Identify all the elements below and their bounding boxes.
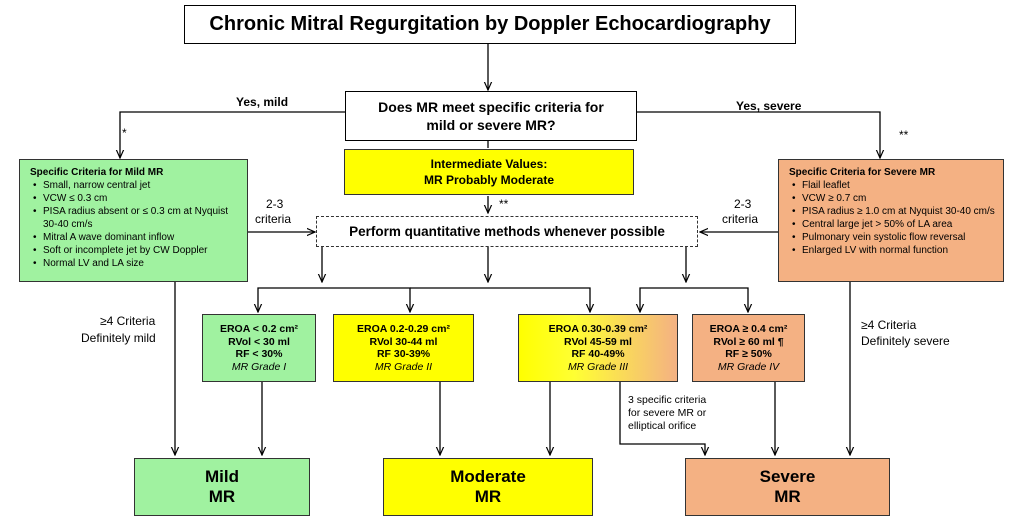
grade-box-4: EROA ≥ 0.4 cm² RVol ≥ 60 ml ¶ RF ≥ 50% M… [692,314,805,382]
list-item: Small, narrow central jet [33,179,241,192]
label-right-criteria: criteria [722,212,759,226]
page-title: Chronic Mitral Regurgitation by Doppler … [209,13,771,35]
quantitative-box: Perform quantitative methods whenever po… [316,216,698,247]
severe-criteria-list: Flail leaflet VCW ≥ 0.7 cm PISA radius ≥… [789,179,997,257]
grade3-rf: RF 40-49% [571,348,625,360]
grade3-label: MR Grade III [567,360,629,373]
list-item: Normal LV and LA size [33,257,241,270]
grade1-rf: RF < 30% [235,348,283,360]
question-line-2: mild or severe MR? [426,117,556,133]
outcome-mild-line-1: Mild [205,467,239,486]
title-box: Chronic Mitral Regurgitation by Doppler … [184,5,796,44]
mild-criteria-box: Specific Criteria for Mild MR Small, nar… [19,159,248,282]
question-line-1: Does MR meet specific criteria for [378,99,604,115]
grade4-eroa: EROA ≥ 0.4 cm² [709,323,788,335]
grade4-label: MR Grade IV [717,360,780,373]
label-yes-mild: Yes, mild [236,95,289,109]
grade2-label: MR Grade II [374,360,433,373]
quantitative-label: Perform quantitative methods whenever po… [349,224,665,239]
list-item: PISA radius ≥ 1.0 cm at Nyquist 30-40 cm… [792,205,997,218]
grade-box-2: EROA 0.2-0.29 cm² RVol 30-44 ml RF 30-39… [333,314,474,382]
outcome-moderate-box: Moderate MR [383,458,593,516]
grade2-rvol: RVol 30-44 ml [369,335,438,348]
mild-criteria-title: Specific Criteria for Mild MR [30,167,164,178]
severe-note-line-1: 3 specific criteria [628,394,707,406]
outcome-mild-line-2: MR [208,487,236,506]
list-item: Central large jet > 50% of LA area [792,218,997,231]
arrow-grade3-to-severe [619,382,705,455]
grade4-rvol: RVol ≥ 60 ml ¶ [713,335,784,348]
grade2-eroa: EROA 0.2-0.29 cm² [357,323,450,335]
list-item: Mitral A wave dominant inflow [33,231,241,244]
label-star-left: * [122,126,127,140]
outcome-severe-box: Severe MR [685,458,890,516]
outcome-severe-line-1: Severe [759,467,816,486]
label-left-2-3: 2-3 [266,197,284,211]
outcome-mild-box: Mild MR [134,458,310,516]
grade4-rf: RF ≥ 50% [725,348,772,360]
arrow-yes-severe [637,111,880,158]
list-item: Pulmonary vein systolic flow reversal [792,231,997,244]
intermediate-line-1: Intermediate Values: [430,157,548,171]
label-left-definitely-mild: Definitely mild [81,331,156,345]
outcome-moderate-line-1: Moderate [450,467,526,486]
list-item: Soft or incomplete jet by CW Doppler [33,244,241,257]
label-right-definitely-severe: Definitely severe [861,334,950,348]
arrow-to-grade3-b [640,287,686,312]
label-left-ge4: ≥4 Criteria [100,314,156,328]
list-item: VCW ≥ 0.7 cm [792,192,997,205]
arrow-to-grade3-a [488,287,590,312]
grade1-rvol: RVol < 30 ml [228,335,290,348]
arrow-to-grade1 [258,287,322,312]
severe-criteria-title: Specific Criteria for Severe MR [789,167,936,178]
grade-box-1: EROA < 0.2 cm² RVol < 30 ml RF < 30% MR … [202,314,316,382]
arrow-to-grade2-a [322,287,410,312]
severe-criteria-box: Specific Criteria for Severe MR Flail le… [778,159,1004,282]
question-box: Does MR meet specific criteria for mild … [345,91,637,141]
grade1-label: MR Grade I [231,360,287,373]
arrow-yes-mild [120,111,345,158]
grade3-eroa: EROA 0.30-0.39 cm² [548,323,648,335]
label-left-criteria: criteria [255,212,292,226]
intermediate-line-2: MR Probably Moderate [423,173,555,187]
mild-criteria-list: Small, narrow central jet VCW ≤ 0.3 cm P… [30,179,241,270]
grade-box-3: EROA 0.30-0.39 cm² RVol 45-59 ml RF 40-4… [518,314,678,382]
grade3-rvol: RVol 45-59 ml [564,335,632,348]
label-right-ge4: ≥4 Criteria [861,318,917,332]
list-item: PISA radius absent or ≤ 0.3 cm at Nyquis… [33,205,241,231]
list-item: VCW ≤ 0.3 cm [33,192,241,205]
label-star-middle: ** [499,197,509,211]
intermediate-box: Intermediate Values: MR Probably Moderat… [344,149,634,195]
severe-note-line-2: for severe MR or [628,407,707,419]
list-item: Enlarged LV with normal function [792,244,997,257]
outcome-severe-line-2: MR [774,487,801,506]
label-severe-note: 3 specific criteria for severe MR or ell… [628,394,706,433]
outcome-moderate-line-2: MR [474,487,502,506]
list-item: Flail leaflet [792,179,997,192]
label-star-right: ** [899,128,909,142]
grade1-eroa: EROA < 0.2 cm² [219,323,299,335]
arrow-to-grade4 [686,287,748,312]
grade2-rf: RF 30-39% [376,348,431,360]
severe-note-line-3: elliptical orifice [628,420,697,432]
label-right-2-3: 2-3 [734,197,752,211]
label-yes-severe: Yes, severe [736,99,802,113]
